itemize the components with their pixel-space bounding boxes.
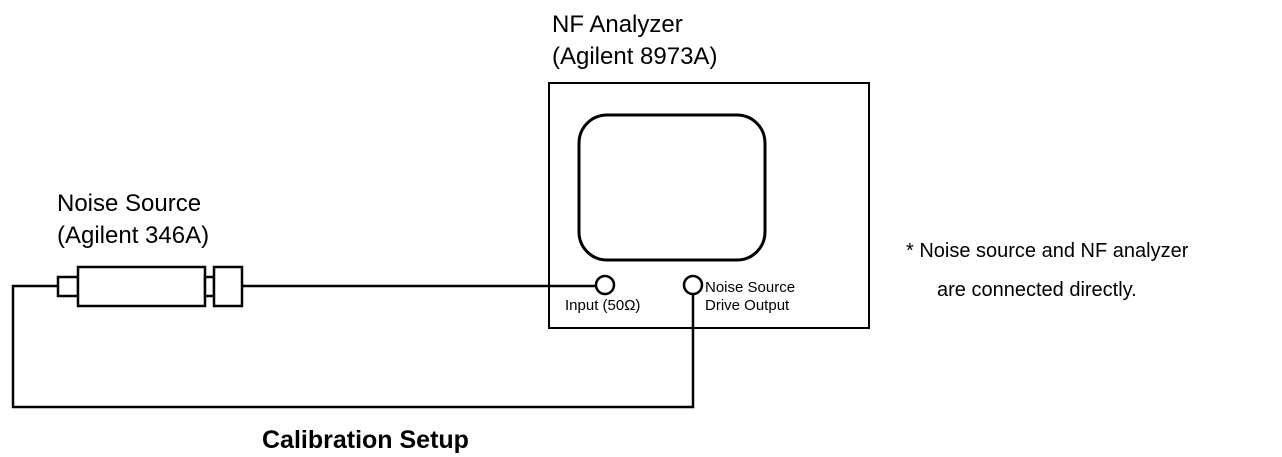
input-port-label: Input (50Ω) bbox=[565, 297, 641, 314]
noise-source-device bbox=[56, 265, 244, 308]
noise-source-model: (Agilent 346A) bbox=[57, 222, 210, 249]
nf-analyzer-screen bbox=[577, 113, 767, 262]
noise-source-drive-output-port bbox=[682, 274, 704, 296]
drive-cable bbox=[11, 284, 695, 409]
nf-analyzer bbox=[548, 82, 870, 329]
noise-source-right-connector bbox=[203, 275, 216, 298]
drive-output-label-line2: Drive Output bbox=[705, 297, 790, 314]
note-line-2: are connected directly. bbox=[937, 279, 1137, 301]
noise-source-left-connector bbox=[56, 275, 80, 298]
noise-source-output-connector bbox=[212, 265, 244, 308]
analyzer-name: NF Analyzer bbox=[552, 11, 683, 38]
noise-source-name: Noise Source bbox=[57, 190, 202, 217]
noise-source-body bbox=[76, 265, 207, 308]
diagram-caption: Calibration Setup bbox=[262, 426, 469, 454]
analyzer-model: (Agilent 8973A) bbox=[552, 43, 718, 70]
note-line-1: * Noise source and NF analyzer bbox=[906, 240, 1189, 262]
input-port bbox=[594, 274, 616, 296]
drive-output-label-line1: Noise Source bbox=[705, 279, 796, 296]
